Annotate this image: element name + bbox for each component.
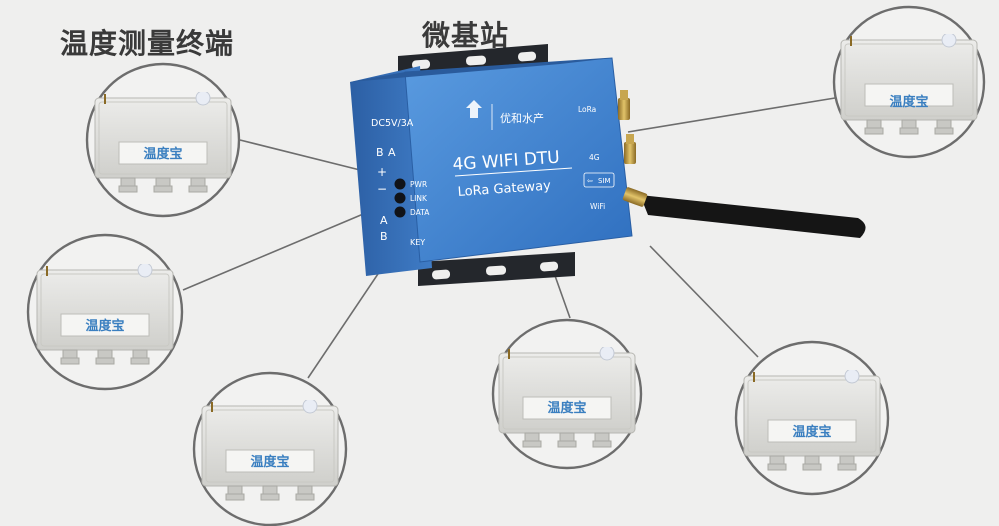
sensor-node: 温度宝	[85, 62, 241, 218]
sensor-label: 温度宝	[547, 400, 586, 416]
led-indicator	[394, 206, 406, 218]
led-indicator	[394, 192, 406, 204]
port-label-b1: B	[376, 146, 384, 159]
led-label-link: LINK	[410, 194, 428, 203]
link-line	[239, 139, 369, 173]
port-label-a2: A	[380, 214, 388, 227]
sensor-node: 温度宝	[832, 5, 986, 159]
sensor-node: 温度宝	[491, 318, 643, 470]
power-label: DC5V/3A	[371, 118, 414, 129]
led-label-data: DATA	[410, 208, 430, 217]
brand-logo-icon	[466, 100, 482, 118]
led-label-pwr: PWR	[410, 180, 427, 189]
antenna-icon	[640, 195, 866, 238]
lora-label: LoRa	[578, 105, 596, 114]
brand-name: 优和水产	[500, 111, 544, 125]
link-line	[649, 245, 759, 358]
sensor-node: 温度宝	[192, 371, 348, 526]
sensor-node: 温度宝	[734, 340, 890, 496]
port-label-a1: A	[388, 146, 396, 159]
wifi-label: WiFi	[590, 202, 605, 211]
model-subtitle: LoRa Gateway	[457, 179, 551, 200]
sim-slot	[583, 172, 615, 188]
lora-antenna-connector-icon	[618, 90, 630, 120]
port-label-plus: +	[377, 165, 387, 179]
sensor-label: 温度宝	[792, 424, 831, 440]
base-station-title: 微基站	[422, 19, 510, 52]
key-label: KEY	[410, 238, 425, 247]
sensor-node: 温度宝	[26, 233, 184, 391]
wifi-antenna-connector-icon	[622, 187, 648, 207]
link-line	[307, 261, 387, 379]
sensor-label: 温度宝	[143, 146, 182, 162]
link-line	[182, 211, 369, 291]
sim-arrow-icon: ⇦	[587, 177, 593, 185]
port-label-b2: B	[380, 230, 388, 243]
sensor-label: 温度宝	[889, 94, 928, 110]
sensor-label: 温度宝	[250, 454, 289, 470]
sim-label: SIM	[598, 177, 611, 185]
lte-label: 4G	[589, 153, 600, 162]
terminal-title: 温度测量终端	[60, 27, 235, 60]
lte-antenna-connector-icon	[624, 134, 636, 164]
port-label-minus: −	[377, 182, 387, 196]
sensor-label: 温度宝	[85, 318, 124, 334]
link-line	[627, 97, 836, 133]
gateway-device: DC5V/3A B A + − A B KEY PWR LINK DATA 优和…	[350, 44, 866, 286]
led-indicator	[394, 178, 406, 190]
